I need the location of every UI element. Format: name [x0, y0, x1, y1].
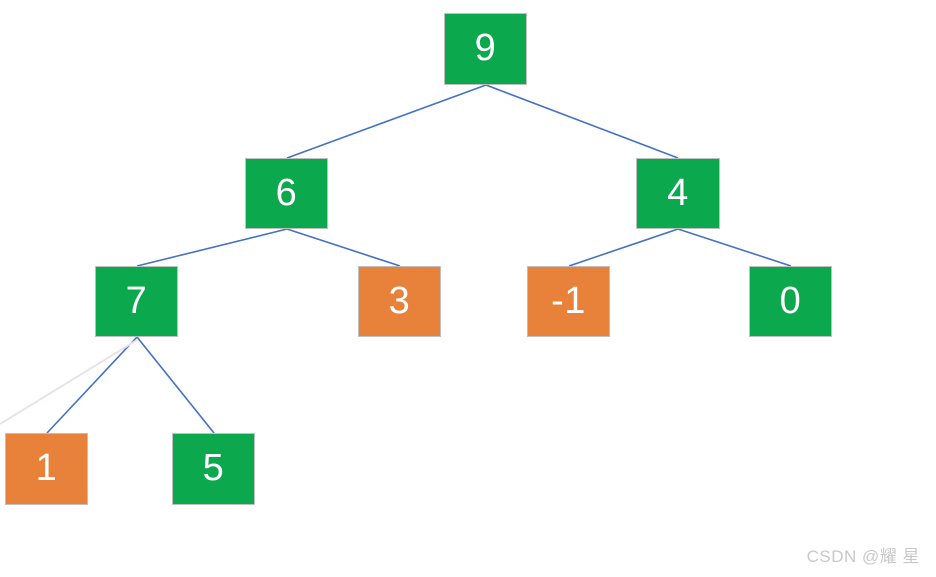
- tree-edge: [136, 336, 215, 434]
- tree-node-label: 6: [275, 171, 298, 214]
- tree-node-label: 7: [125, 279, 148, 322]
- tree-edge: [485, 84, 679, 159]
- tree-node-1[interactable]: 1: [5, 433, 88, 505]
- tree-node-label: 4: [667, 171, 689, 214]
- tree-node-neg1[interactable]: -1: [527, 266, 610, 337]
- tree-node-label: 3: [388, 279, 411, 322]
- tree-node-label: 1: [35, 447, 58, 489]
- csdn-watermark: CSDN @耀 星: [806, 547, 920, 566]
- tree-edge: [286, 228, 401, 267]
- tree-node-7[interactable]: 7: [95, 266, 178, 337]
- tree-edge: [136, 228, 288, 267]
- tree-node-0[interactable]: 0: [749, 266, 832, 337]
- tree-node-9[interactable]: 9: [444, 13, 527, 85]
- tree-node-label: -1: [551, 279, 586, 322]
- tree-node-label: 9: [474, 27, 497, 69]
- tree-node-label: 0: [779, 279, 802, 322]
- tree-edge: [286, 84, 487, 159]
- tree-node-label: 5: [202, 447, 225, 489]
- tree-edge: [677, 228, 792, 267]
- tree-edge: [568, 228, 679, 267]
- tree-node-3[interactable]: 3: [358, 266, 441, 337]
- tree-edge: [46, 336, 138, 434]
- tree-node-5[interactable]: 5: [172, 433, 255, 505]
- tree-node-6[interactable]: 6: [245, 158, 328, 229]
- tree-edge: [0, 339, 138, 425]
- tree-node-4[interactable]: 4: [636, 158, 720, 229]
